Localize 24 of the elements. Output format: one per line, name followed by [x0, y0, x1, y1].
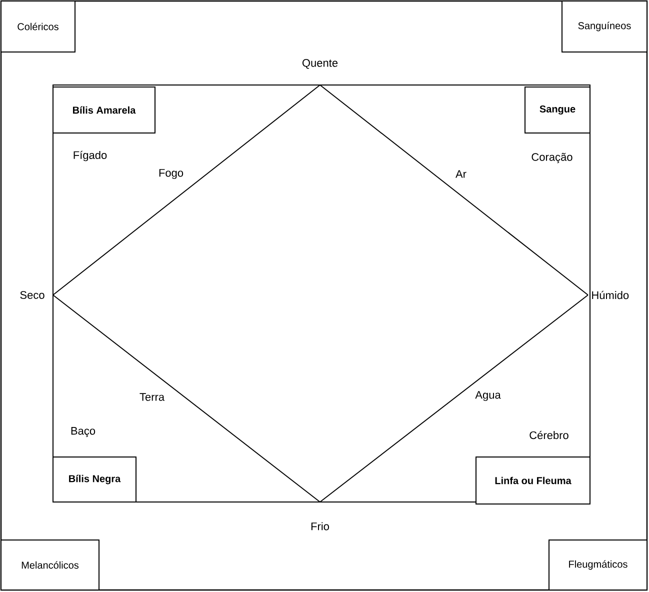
- organ-label: Baço: [71, 427, 96, 437]
- humor-box: Sangue: [524, 86, 590, 134]
- element-label: Agua: [475, 391, 501, 401]
- humor-box: Bílis Amarela: [52, 86, 156, 134]
- organ-label: Fígado: [74, 150, 107, 162]
- humor-box: Bílis Negra: [52, 456, 136, 502]
- quality-label: Frio: [311, 522, 329, 530]
- temperament-box: Sanguíneos: [562, 0, 648, 52]
- temperament-box: Coléricos: [0, 0, 76, 52]
- organ-label: Cérebro: [530, 430, 568, 440]
- temperament-box: Melancólicos: [0, 540, 100, 590]
- element-label: Ar: [456, 170, 466, 178]
- quality-label: Quente: [302, 59, 338, 69]
- humor-box: Linfa ou Fleuma: [476, 456, 590, 504]
- diamond-line: [52, 84, 320, 296]
- organ-label: Coração: [532, 152, 572, 164]
- element-label: Terra: [140, 393, 165, 401]
- diamond-line: [320, 294, 588, 502]
- element-label: Fogo: [159, 169, 184, 179]
- diamond-line: [320, 84, 588, 296]
- quality-label: Seco: [20, 291, 44, 299]
- diamond-line: [52, 294, 320, 502]
- quality-label: Húmido: [592, 290, 629, 300]
- temperament-box: Fleugmáticos: [548, 540, 648, 590]
